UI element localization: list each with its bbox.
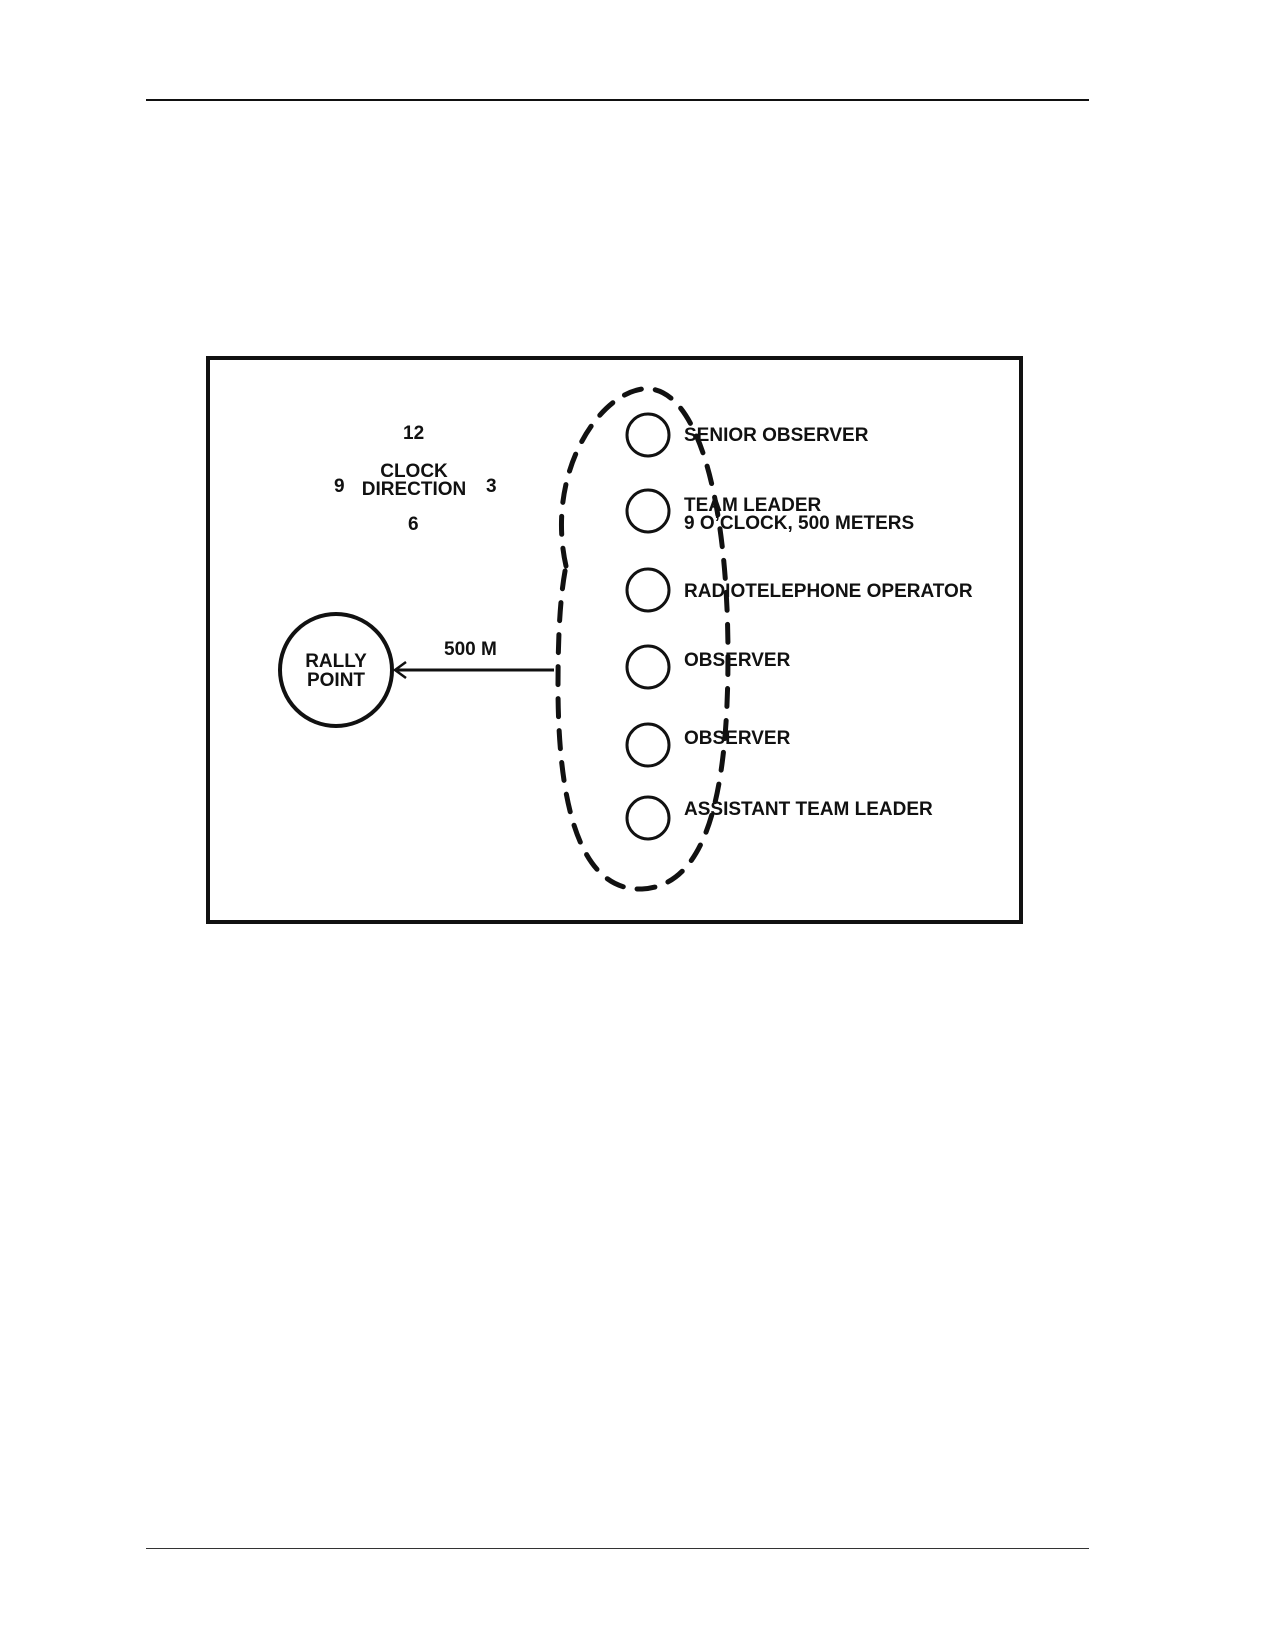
clock-3-label: 3 <box>486 476 497 497</box>
diagram-graphics <box>206 356 1023 924</box>
role-observer-2: OBSERVER <box>684 728 791 749</box>
position-circle-rto <box>625 567 671 613</box>
clock-title-line2: DIRECTION <box>361 479 467 500</box>
position-circle-team-leader <box>625 488 671 534</box>
rally-point-circle <box>278 612 394 728</box>
role-team-leader: TEAM LEADER <box>684 495 822 516</box>
clock-title-line1: CLOCK <box>380 461 448 482</box>
clock-12-label: 12 <box>403 423 425 444</box>
role-radiotelephone-operator: RADIOTELEPHONE OPERATOR <box>684 581 973 602</box>
role-assistant-team-leader: ASSISTANT TEAM LEADER <box>684 799 933 820</box>
team-perimeter-dashed <box>555 386 731 892</box>
rally-point-line2: POINT <box>306 670 366 691</box>
position-circle-observer-2 <box>625 722 671 768</box>
role-observer-1: OBSERVER <box>684 650 791 671</box>
position-circle-observer-1 <box>625 644 671 690</box>
clock-6-label: 6 <box>408 514 419 535</box>
position-circle-assistant-team-leader <box>625 795 671 841</box>
clock-9-label: 9 <box>334 476 345 497</box>
rally-point-line1: RALLY <box>305 651 367 672</box>
role-senior-observer: SENIOR OBSERVER <box>684 425 869 446</box>
diagram-frame <box>206 356 1023 924</box>
team-leader-note: 9 O’CLOCK, 500 METERS <box>684 513 915 534</box>
rally-point-diagram: 12 CLOCK DIRECTION 9 3 6 RALLY POINT 500… <box>206 356 1023 924</box>
bottom-rule <box>146 1548 1089 1549</box>
top-rule <box>146 99 1089 101</box>
distance-arrow-head <box>392 660 407 680</box>
distance-label: 500 M <box>444 639 497 660</box>
position-circle-senior-observer <box>625 412 671 458</box>
